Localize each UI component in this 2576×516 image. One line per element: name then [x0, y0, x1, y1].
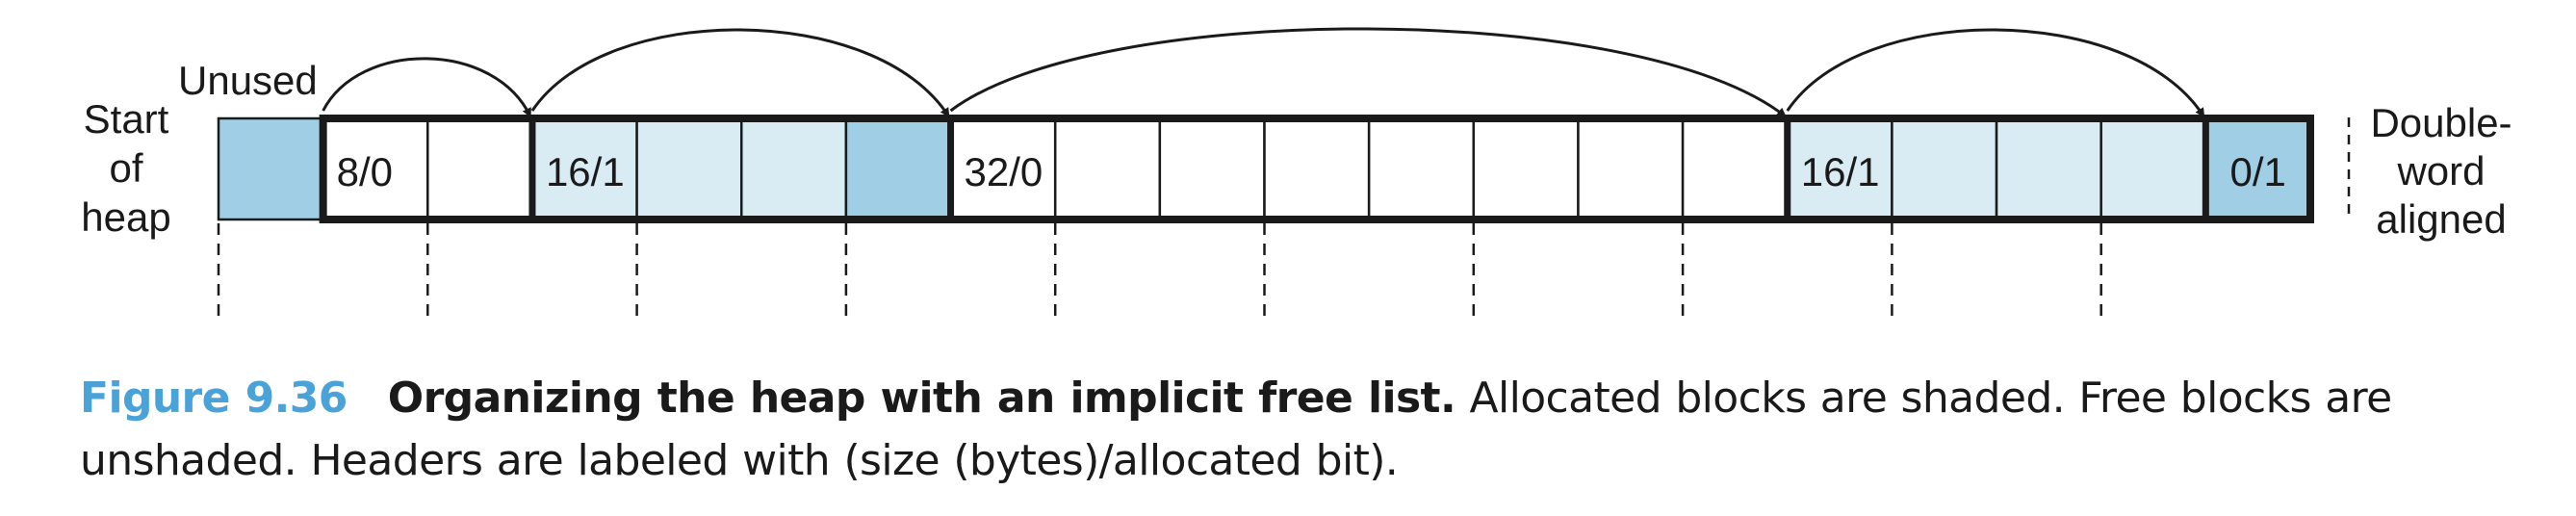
heap-word [1367, 116, 1476, 221]
start-of-heap-label: Start of heap [81, 96, 170, 240]
heap-word [1891, 116, 1998, 221]
heap-word [1786, 116, 1893, 221]
next-block-arrow [1786, 28, 2205, 118]
block-header-label: 0/1 [2229, 149, 2285, 194]
heap-word [1158, 116, 1266, 221]
block-borders [319, 115, 2315, 223]
heap-words: 8/0 16/1 32/0 16/1 0/1 [217, 116, 2312, 221]
block-header-label: 8/0 [337, 149, 393, 194]
heap-word [949, 116, 1057, 221]
aligned-label-line: word [2396, 148, 2485, 194]
next-block-arrow [949, 27, 1787, 118]
next-block-arrow [322, 57, 532, 118]
aligned-label-line: Double- [2370, 100, 2512, 145]
aligned-label-line: aligned [2376, 196, 2506, 242]
heap-word [217, 116, 324, 221]
heap-word [322, 116, 429, 221]
heap-word [844, 116, 952, 221]
start-label-line: heap [81, 194, 170, 240]
figure-caption: Figure 9.36 Organizing the heap with an i… [80, 367, 2515, 492]
heap-word [1577, 116, 1685, 221]
next-block-arrow [530, 28, 950, 118]
block-header-label: 32/0 [965, 149, 1043, 194]
unused-label: Unused [178, 58, 318, 103]
figure-title: Organizing the heap with an implicit fre… [387, 374, 1456, 423]
block-link-arrows [322, 27, 2205, 118]
heap-word [1053, 116, 1162, 221]
heap-word [1263, 116, 1371, 221]
heap-word [635, 116, 743, 221]
start-label-line: Start [84, 96, 169, 142]
heap-word [1472, 116, 1580, 221]
heap-word [740, 116, 848, 221]
figure-description: Allocated blocks are shaded. Free blocks… [80, 374, 2392, 485]
block-header-label: 16/1 [1801, 149, 1880, 194]
heap-word [2099, 116, 2207, 221]
double-word-aligned-label: Double- word aligned [2370, 100, 2512, 242]
start-label-line: of [109, 145, 142, 191]
heap-word [1995, 116, 2102, 221]
double-word-ticks [217, 223, 2102, 321]
block-header-label: 16/1 [546, 149, 625, 194]
figure-number: Figure 9.36 [80, 374, 348, 423]
heap-word [1681, 116, 1789, 221]
heap-word [426, 116, 534, 221]
